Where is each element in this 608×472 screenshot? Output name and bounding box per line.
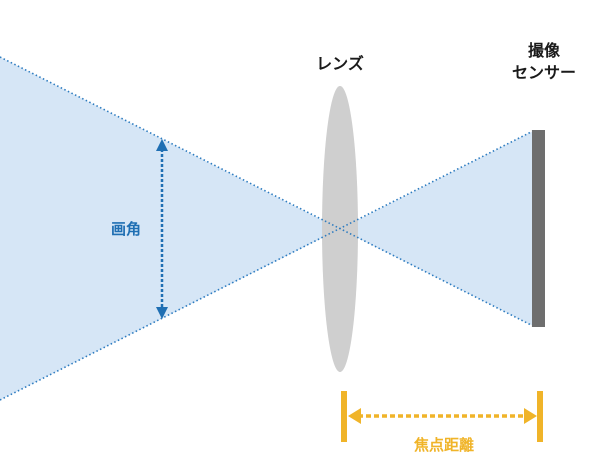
- focal-length-marker: [341, 391, 543, 442]
- sensor-label-line1: 撮像: [527, 41, 560, 60]
- lens-label: レンズ: [316, 54, 364, 73]
- sensor-light-cone: [340, 130, 535, 327]
- focal-length-label: 焦点距離: [413, 436, 474, 454]
- sensor-label-line2: センサー: [511, 63, 576, 82]
- scene-light-cone: [0, 57, 340, 400]
- sensor-label: 撮像 センサー: [500, 40, 588, 84]
- view-angle-arrow: [156, 139, 168, 319]
- view-angle-label: 画角: [110, 220, 141, 238]
- image-sensor: [532, 130, 545, 327]
